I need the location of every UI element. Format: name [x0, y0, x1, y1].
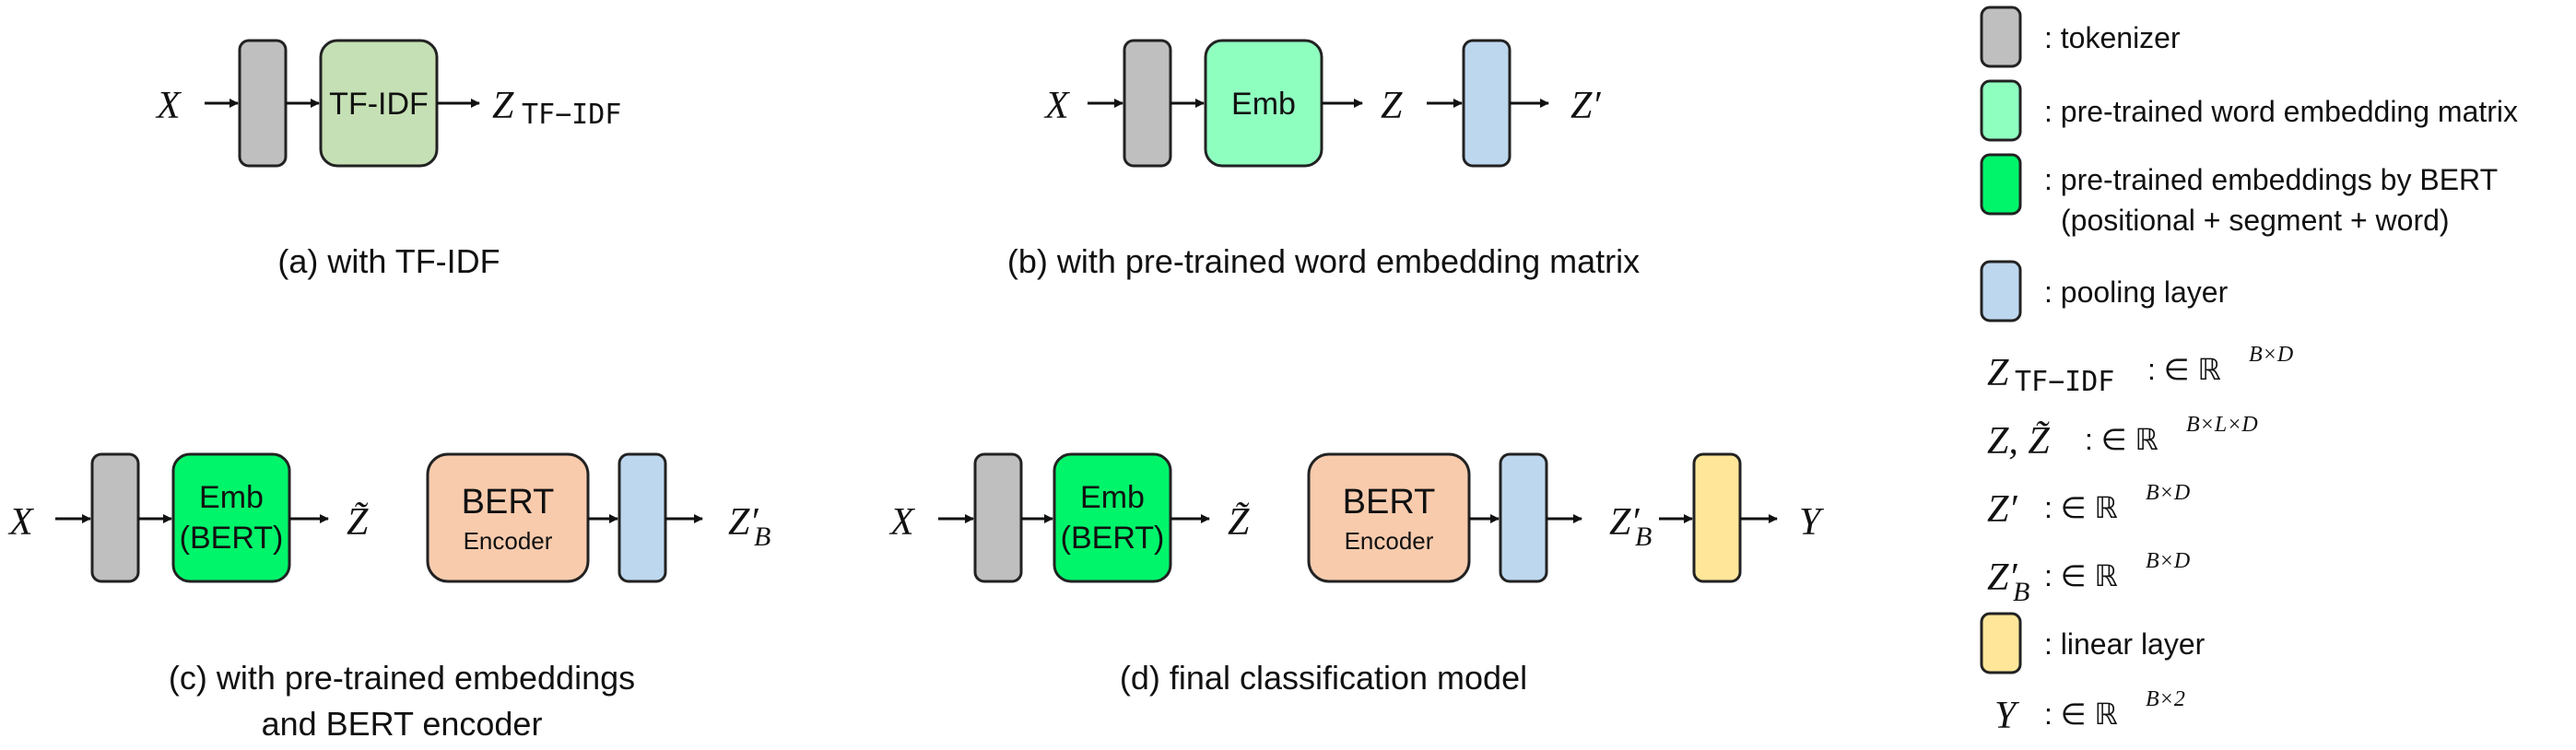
- panel-c-emb-block: [171, 452, 291, 583]
- panel-d-pooling-block: [1499, 452, 1548, 583]
- panel-b-pooling-block: [1462, 39, 1511, 168]
- legend-ztfidf-superscript: B×D: [2249, 343, 2293, 367]
- panel-c-output: Z′: [728, 501, 759, 544]
- legend-z-shape: : ∈ ℝ: [2085, 423, 2158, 456]
- panel-c-bert-label: BERT: [462, 483, 555, 521]
- panel-c-emb-label: Emb: [199, 480, 264, 515]
- panel-d-output: Y: [1799, 501, 1825, 544]
- panel-a: X TF-IDF Z TF−IDF (a) with TF-IDF: [155, 39, 621, 280]
- legend-word-embedding-swatch: [1980, 79, 2022, 142]
- panel-c-tokenizer-block: [90, 452, 140, 583]
- legend-y-symbol: Y: [1994, 695, 2020, 737]
- legend-zb-superscript: B×D: [2146, 549, 2190, 573]
- panel-d-emb-label: Emb: [1080, 480, 1145, 515]
- panel-c-caption-line-2: and BERT encoder: [262, 705, 543, 743]
- legend-pooling-swatch: [1980, 260, 2022, 322]
- legend-zprime-shape: : ∈ ℝ: [2044, 491, 2118, 524]
- panel-a-output-subscript: TF−IDF: [522, 99, 621, 131]
- legend-bert-embedding-label-2: (positional + segment + word): [2061, 204, 2450, 237]
- legend: : tokenizer : pre-trained word embedding…: [1980, 6, 2518, 737]
- panel-c-mid: Z̃: [347, 501, 369, 544]
- panel-c-pooling-block: [618, 452, 667, 583]
- panel-d-mid2: Z′: [1609, 501, 1640, 544]
- panel-b-tokenizer-block: [1123, 39, 1172, 168]
- panel-b: X Emb Z Z′ (b) with pre-trained word emb…: [1007, 39, 1640, 280]
- legend-y-shape: : ∈ ℝ: [2044, 697, 2118, 731]
- panel-d-mid: Z̃: [1228, 501, 1250, 544]
- legend-zb-shape: : ∈ ℝ: [2044, 559, 2118, 592]
- panel-c-emb-sub: (BERT): [180, 521, 284, 556]
- panel-b-output: Z′: [1570, 85, 1601, 127]
- legend-linear-swatch: [1980, 612, 2022, 674]
- panel-c-caption-line-1: (c) with pre-trained embeddings: [169, 659, 635, 697]
- panel-c-bert-sub: Encoder: [464, 527, 553, 555]
- panel-d-caption: (d) final classification model: [1120, 659, 1527, 697]
- panel-c-output-subscript: B: [754, 521, 770, 552]
- legend-zprime-superscript: B×D: [2146, 481, 2190, 505]
- panel-b-emb-label: Emb: [1231, 87, 1296, 122]
- legend-bert-embedding-label-1: : pre-trained embeddings by BERT: [2044, 163, 2498, 196]
- panel-a-tokenizer-block: [238, 39, 288, 168]
- panel-d-emb-block: [1053, 452, 1172, 583]
- panel-d: X Emb (BERT) Z̃ BERT Encoder Z′ B Y (d) …: [888, 452, 1825, 697]
- legend-linear-label: : linear layer: [2044, 627, 2205, 661]
- panel-d-linear-block: [1692, 452, 1742, 583]
- legend-ztfidf-subscript: TF−IDF: [2015, 366, 2114, 398]
- panel-a-tfidf-label: TF-IDF: [329, 87, 429, 122]
- legend-ztfidf-shape: : ∈ ℝ: [2147, 353, 2221, 386]
- panel-d-tokenizer-block: [973, 452, 1023, 583]
- legend-zprime-symbol: Z′: [1987, 488, 2017, 531]
- legend-bert-embedding-swatch: [1980, 153, 2022, 216]
- legend-tokenizer-swatch: [1980, 6, 2022, 68]
- legend-pooling-label: : pooling layer: [2044, 275, 2229, 309]
- panel-b-caption: (b) with pre-trained word embedding matr…: [1007, 242, 1640, 280]
- panel-d-bert-sub: Encoder: [1345, 527, 1434, 555]
- panel-b-mid: Z: [1381, 85, 1403, 127]
- legend-word-embedding-label: : pre-trained word embedding matrix: [2044, 95, 2518, 128]
- panel-d-emb-sub: (BERT): [1061, 521, 1165, 556]
- legend-zb-symbol: Z′: [1987, 557, 2017, 599]
- panel-a-output: Z: [492, 85, 514, 127]
- panel-d-bert-label: BERT: [1343, 483, 1436, 521]
- panel-a-input: X: [155, 85, 182, 127]
- panel-b-input: X: [1043, 85, 1071, 127]
- legend-y-superscript: B×2: [2146, 687, 2185, 711]
- legend-z-superscript: B×L×D: [2186, 413, 2258, 437]
- panel-d-input: X: [888, 501, 916, 544]
- panel-c: X Emb (BERT) Z̃ BERT Encoder Z′ B (c) wi…: [7, 452, 770, 743]
- panel-c-input: X: [7, 501, 35, 544]
- panel-a-caption: (a) with TF-IDF: [277, 242, 500, 280]
- legend-tokenizer-label: : tokenizer: [2044, 21, 2181, 54]
- panel-d-mid2-subscript: B: [1635, 521, 1652, 552]
- legend-ztfidf-symbol: Z: [1987, 352, 2009, 394]
- legend-zb-subscript: B: [2013, 577, 2029, 607]
- legend-z-symbol: Z, Z̃: [1987, 420, 2050, 463]
